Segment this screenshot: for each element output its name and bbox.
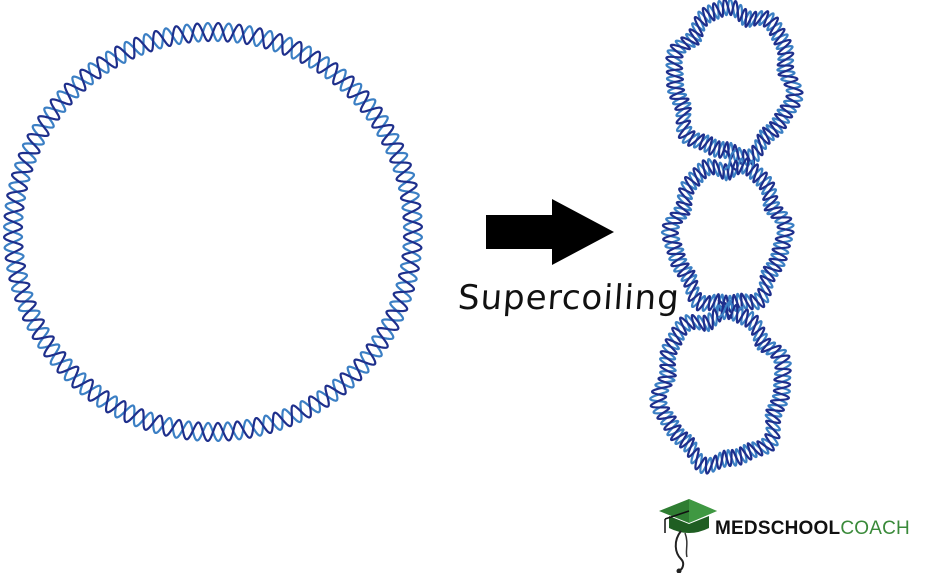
supercoil-crossing-1-light <box>723 149 737 171</box>
logo-word-light: COACH <box>840 518 910 539</box>
dna-strand-dark <box>3 22 423 442</box>
supercoil-loop-2-light <box>660 157 795 313</box>
supercoil-loop-2-dark <box>661 157 795 313</box>
graduation-cap-stethoscope-icon <box>659 499 717 573</box>
supercoiling-label: Supercoiling <box>456 278 682 318</box>
supercoil-crossing-2-light <box>717 299 733 319</box>
supercoil-loop-1-dark <box>665 0 804 166</box>
logo-word-bold: MEDSCHOOL <box>715 518 841 539</box>
supercoiled-dna <box>649 0 804 475</box>
supercoil-loop-3-dark <box>649 302 792 475</box>
logo-wordmark: MEDSCHOOLCOACH <box>715 518 910 540</box>
dna-strand-light <box>3 22 423 442</box>
relaxed-circular-dna <box>3 22 423 442</box>
supercoil-loop-1-light <box>665 0 804 167</box>
arrow-right-icon <box>486 199 614 265</box>
medschoolcoach-logo: MEDSCHOOLCOACH <box>655 493 925 573</box>
